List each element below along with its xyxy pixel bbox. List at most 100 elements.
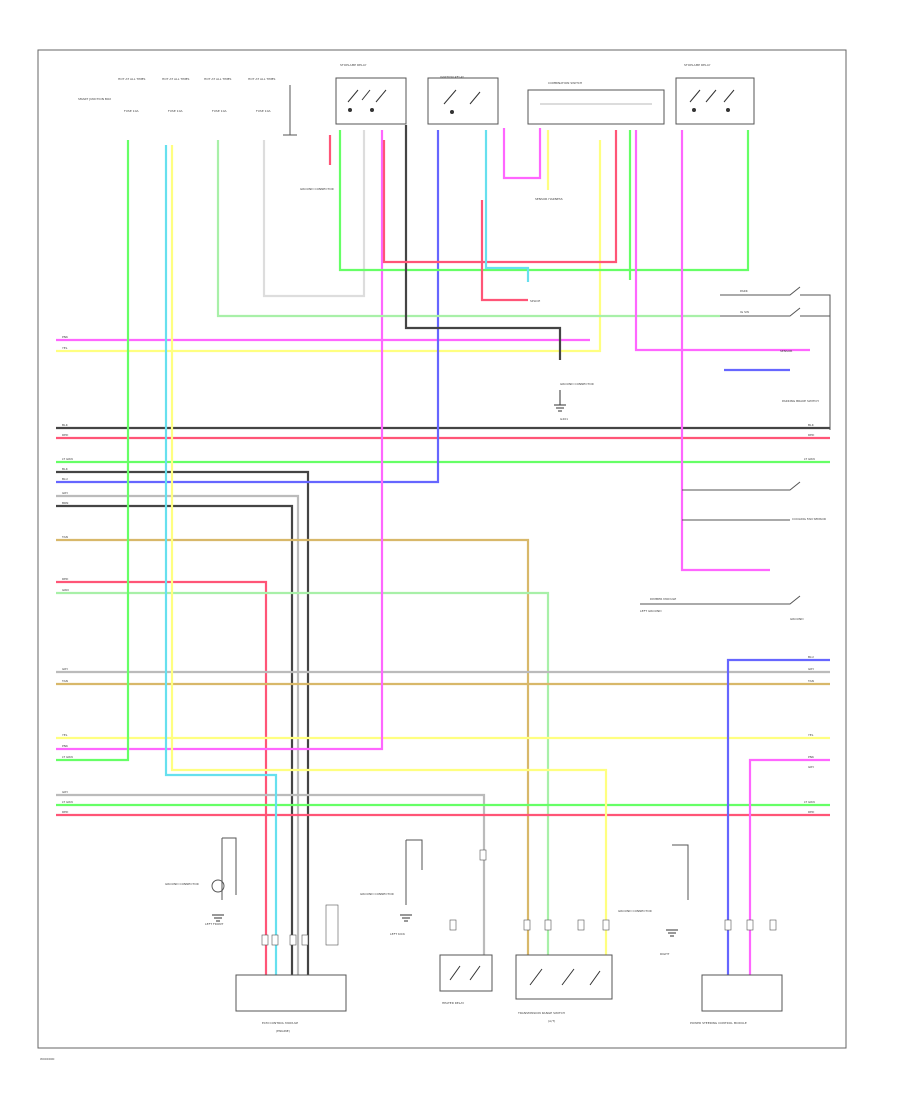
top-left-fuse-labels: HOT AT ALL TIMES HOT AT ALL TIMES HOT AT… [78,77,297,136]
mid-dimmer: DIMMER MODULE [650,597,676,601]
fuse-label-1: FUSE 10A [124,109,139,113]
right-label-9: GRY [808,765,814,769]
smart-junction-box-label: SMART JUNCTION BOX [78,97,111,101]
right-label-4: BLU [808,655,814,659]
wire-blu-1 [56,130,440,484]
wire-grn-v [216,140,720,318]
mid-g-conn-2: GROUND CONNECTOR [560,382,594,386]
mid-labels: GROUND CONNECTOR SENSOR HARNESS SPLICE G… [300,187,676,613]
left-label-10: TAN [61,535,68,539]
right-wire-labels: BLK RED LT GRN BLU GRY TAN YEL PNK GRY L… [804,423,815,814]
left-label-14: TAN [61,679,68,683]
bottom-ground-mid: GROUND CONNECTOR LEFT KICK [360,839,423,936]
left-label-4: RED [62,433,69,437]
relay-right-label: STOPLAMP RELAY [684,63,711,67]
top-switch-block: COMBINATION SWITCH [527,81,665,125]
wire-blk-top [404,125,562,360]
wire-gry-v [262,130,366,298]
wire-blk-3 [56,504,294,975]
left-label-13: GRY [62,667,68,671]
bottom-relay-small: HEATER RELAY [439,954,493,1005]
fuse-label-2: FUSE 10A [168,109,183,113]
wire-blk-2 [56,470,310,975]
right-label-7: YEL [808,733,814,737]
hot-at-label-1: HOT AT ALL TIMES [118,77,146,81]
bottom-relay-big: TRANSMISSION RANGE SWITCH (A/T) [515,954,613,1023]
top-relay-mid: IGNITION RELAY [427,75,499,125]
left-label-8: GRY [62,491,68,495]
bottom-relay-big-sub: (A/T) [548,1019,555,1023]
wire-red-top-2 [382,130,618,264]
bottom-ecm: ECM CONTROL MODULE (ENGINE) [235,904,347,1033]
relay-left-label: STOPLAMP RELAY [340,63,367,67]
left-label-5: LT GRN [62,457,73,461]
wire-pnk-right [634,130,810,352]
right-label-11: RED [808,810,815,814]
figure-code: W000000 [40,1057,55,1061]
top-relay-left: STOPLAMP RELAY [335,63,407,125]
wire-pnk-right-2 [680,130,770,572]
left-label-9: BRN [62,501,68,505]
mid-left-ground: LEFT GROUND [640,609,662,613]
left-label-3: BLK [62,423,69,427]
switch-block-label: COMBINATION SWITCH [548,81,582,85]
wire-red-top-3 [480,200,528,302]
top-relay-right: STOPLAMP RELAY [675,63,755,125]
bottom-g3-sub: RIGHT [660,952,670,956]
left-label-1: PNK [62,335,69,339]
right-switches: PARK IG SW SENSOR PARKING BRAKE SWITCH C… [640,286,831,621]
bottom-module-right: POWER STEERING CONTROL MODULE [690,974,783,1025]
bottom-g1-sub: LEFT FRONT [205,922,223,926]
mid-splice: SPLICE [530,299,540,303]
bottom-g3-label: GROUND CONNECTOR [618,909,652,913]
wire-red-2 [56,580,268,975]
mid-g-conn-1: GROUND CONNECTOR [300,187,334,191]
left-label-12: GRN [62,588,69,592]
right-cooling-label: COOLING FAN SENSOR [792,517,826,521]
right-label-10: LT GRN [804,800,815,804]
right-switch-1-label: PARK [740,289,749,293]
wire-grn-top [338,130,750,272]
left-wire-labels: PNK YEL BLK RED LT GRN BLK BLU GRY BRN T… [61,335,73,814]
left-label-2: YEL [62,346,68,350]
right-ground-label: GROUND [790,617,804,621]
wire-gry-1 [56,494,300,975]
fuse-label-3: FUSE 10A [212,109,227,113]
fuse-label-4: FUSE 10A [256,109,271,113]
right-switch-2-label: IG SW [740,310,749,314]
wire-yel-v [170,145,608,960]
wire-yel-top [56,140,602,353]
wire-pnk-2 [56,130,384,751]
bottom-ecm-label: ECM CONTROL MODULE [262,1021,298,1025]
left-label-16: PNK [62,744,69,748]
right-label-1: BLK [808,423,815,427]
left-label-15: YEL [62,733,68,737]
left-label-18: GRY [62,790,68,794]
bottom-g1-label: GROUND CONNECTOR [165,882,199,886]
wire-pnk-right-3 [748,758,830,975]
wire-gry-3 [56,793,486,960]
bottom-g2-sub: LEFT KICK [390,932,406,936]
left-label-6: BLK [62,467,69,471]
wire-blu-right-2 [726,658,830,975]
bottom-ground-right: GROUND CONNECTOR RIGHT [618,844,689,956]
left-label-11: RED [62,577,69,581]
right-label-2: RED [808,433,815,437]
bottom-module-right-label: POWER STEERING CONTROL MODULE [690,1021,747,1025]
left-label-20: RED [62,810,69,814]
diagram-frame [37,49,847,1049]
bottom-g2-label: GROUND CONNECTOR [360,892,394,896]
right-label-8: PNK [808,755,815,759]
wire-grn-2 [56,591,550,960]
hot-at-label-3: HOT AT ALL TIMES [204,77,232,81]
right-label-6: TAN [807,679,814,683]
right-parking-label: PARKING BRAKE SWITCH [782,399,819,403]
relay-mid-label: IGNITION RELAY [440,75,464,79]
wire-pnk-top-2 [502,128,542,180]
right-label-5: GRY [808,667,814,671]
bottom-ecm-sub: (ENGINE) [276,1029,290,1033]
bottom-relay-small-label: HEATER RELAY [442,1001,464,1005]
bottom-connector-pins [261,849,777,946]
wire-tan-1 [56,538,530,960]
